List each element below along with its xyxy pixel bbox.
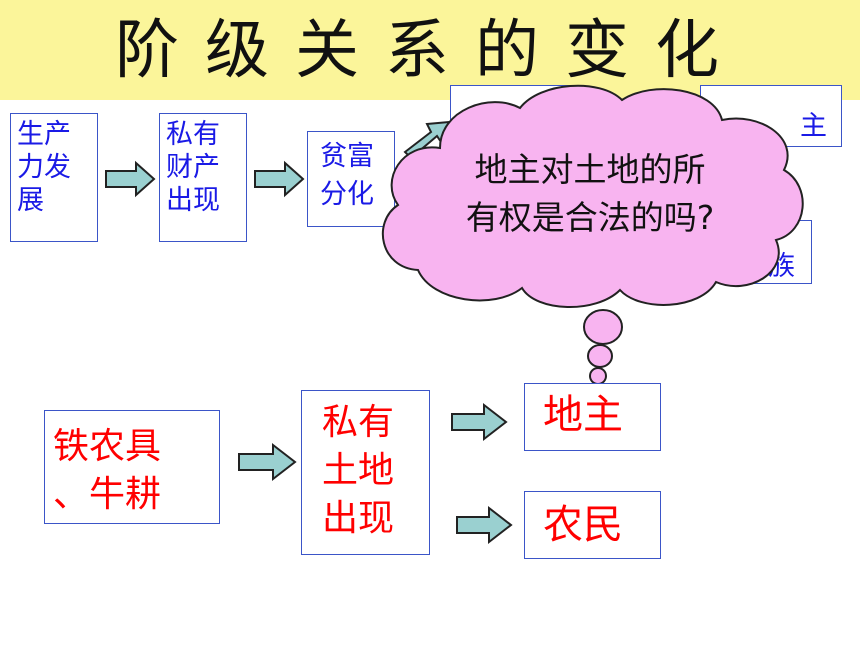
box-private-land: 私有 土地 出现 — [301, 390, 430, 555]
arrow-right-icon — [105, 160, 156, 198]
box-private-property: 私有 财产 出现 — [159, 113, 247, 242]
box-iron-tools: 铁农具 、牛耕 — [44, 410, 220, 524]
slide-title: 阶级关系的变化 — [115, 14, 745, 88]
box-peasant: 农民 — [524, 491, 661, 559]
title-bar — [0, 0, 860, 100]
box-landlord: 地主 — [524, 383, 661, 451]
box-wealth-gap: 贫富 分化 — [307, 131, 395, 227]
arrow-right-icon — [451, 402, 508, 442]
box-productivity: 生产 力发 展 — [10, 113, 98, 242]
arrow-right-icon — [456, 505, 513, 545]
peek-text-zhu: 主 — [800, 111, 827, 142]
cloud-question: 地主对土地的所 有权是合法的吗? — [465, 150, 715, 237]
arrow-right-icon — [254, 160, 305, 198]
arrow-right-icon — [238, 442, 297, 482]
